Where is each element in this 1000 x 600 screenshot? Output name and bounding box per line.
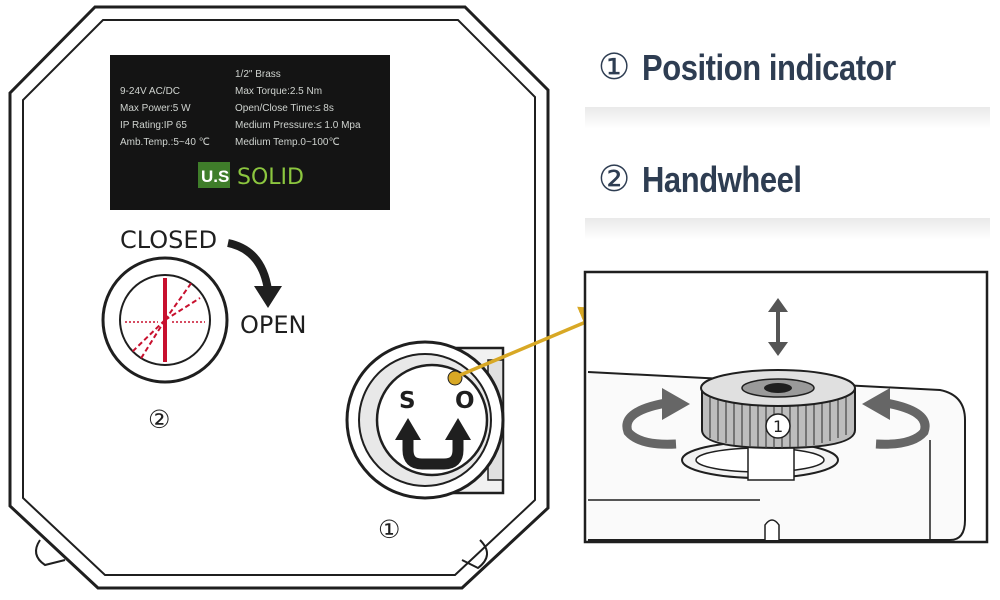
legend-label-position-indicator: Position indicator xyxy=(642,47,896,88)
knob-arrowhead-left xyxy=(395,418,421,440)
rotate-left-arrow xyxy=(622,397,677,449)
detail-number: 1 xyxy=(773,417,783,436)
detail-knurling xyxy=(709,393,847,448)
spec-torque: Max Torque:2.5 Nm xyxy=(235,86,322,97)
brand-logo-box xyxy=(198,162,230,188)
indicator-number: ② xyxy=(148,405,170,434)
spec-ip-rating: IP Rating:IP 65 xyxy=(120,120,187,131)
legend-divider-1 xyxy=(585,107,990,129)
knob-letter-s: S xyxy=(399,388,416,414)
detail-number-badge xyxy=(765,413,791,439)
mounting-foot-right xyxy=(461,539,488,570)
spec-voltage: 9-24V AC/DC xyxy=(120,86,180,97)
position-indicator xyxy=(101,256,229,384)
knob-letter-o: O xyxy=(455,388,475,414)
spec-power: Max Power:5 W xyxy=(120,103,191,114)
body-outer-octagon xyxy=(8,5,550,590)
brand-mark: U.S xyxy=(201,167,229,186)
brand-name: SOLID xyxy=(237,165,304,190)
detail-body-edge xyxy=(588,440,931,540)
detail-knob-center-hole xyxy=(764,383,792,393)
rotation-arrowhead xyxy=(254,286,282,308)
spec-label-plate xyxy=(110,55,390,210)
handwheel-number: ① xyxy=(378,515,400,544)
spec-pressure: Medium Pressure:≤ 1.0 Mpa xyxy=(235,120,361,131)
handwheel: S O xyxy=(345,340,505,500)
spec-ambient-temp: Amb.Temp.:5~40 ℃ xyxy=(120,137,210,148)
legend-divider-2 xyxy=(585,218,990,240)
spec-medium-temp: Medium Temp.0~100℃ xyxy=(235,137,340,148)
knob-u-arrow xyxy=(402,432,464,470)
legend-item-position-indicator: ① Position indicator xyxy=(598,43,937,93)
spec-size: 1/2" Brass xyxy=(235,69,281,80)
rotation-arrow xyxy=(227,239,272,291)
detail-inset: 1 xyxy=(583,270,989,544)
indicator-tick-2 xyxy=(164,297,201,321)
callout-dot xyxy=(447,370,463,386)
spec-label: 9-24V AC/DC Max Power:5 W IP Rating:IP 6… xyxy=(110,55,390,210)
legend-item-handwheel: ② Handwheel xyxy=(598,155,828,205)
vertical-motion-arrow xyxy=(768,298,788,356)
detail-bottom-notch xyxy=(764,519,780,540)
closed-label: CLOSED xyxy=(120,226,217,254)
legend-marker-1: ① xyxy=(598,47,631,88)
mounting-foot-left xyxy=(35,539,66,567)
rotate-right-arrow xyxy=(875,397,930,449)
knob-arrowhead-right xyxy=(445,418,471,440)
rotate-left-arrowhead xyxy=(662,388,690,420)
legend-marker-2: ② xyxy=(598,159,631,200)
rotate-right-arrowhead xyxy=(862,388,890,420)
callout-arrow xyxy=(457,306,617,378)
spec-time: Open/Close Time:≤ 8s xyxy=(235,103,334,114)
legend-label-handwheel: Handwheel xyxy=(642,159,802,200)
open-label: OPEN xyxy=(240,311,306,339)
